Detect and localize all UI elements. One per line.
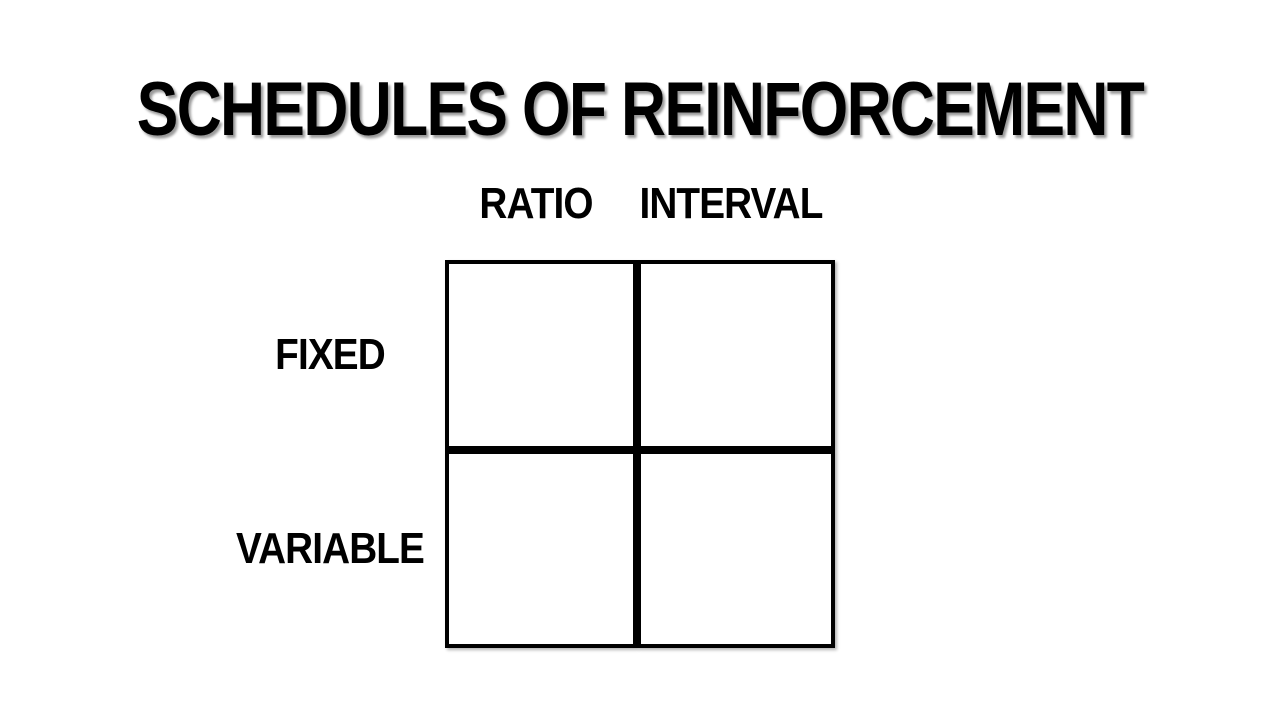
column-header-interval: INTERVAL <box>639 179 824 228</box>
matrix-cell-fixed-interval <box>637 260 835 450</box>
row-header-fixed: FIXED <box>275 330 386 379</box>
matrix-grid <box>445 260 835 648</box>
matrix-cell-fixed-ratio <box>445 260 637 450</box>
row-header-variable: VARIABLE <box>235 524 425 573</box>
matrix-cell-variable-ratio <box>445 450 637 648</box>
matrix-column-headers: RATIO INTERVAL <box>445 179 835 228</box>
matrix-cell-variable-interval <box>637 450 835 648</box>
column-header-ratio: RATIO <box>479 179 593 228</box>
slide-title: SCHEDULES OF REINFORCEMENT <box>136 67 1145 152</box>
